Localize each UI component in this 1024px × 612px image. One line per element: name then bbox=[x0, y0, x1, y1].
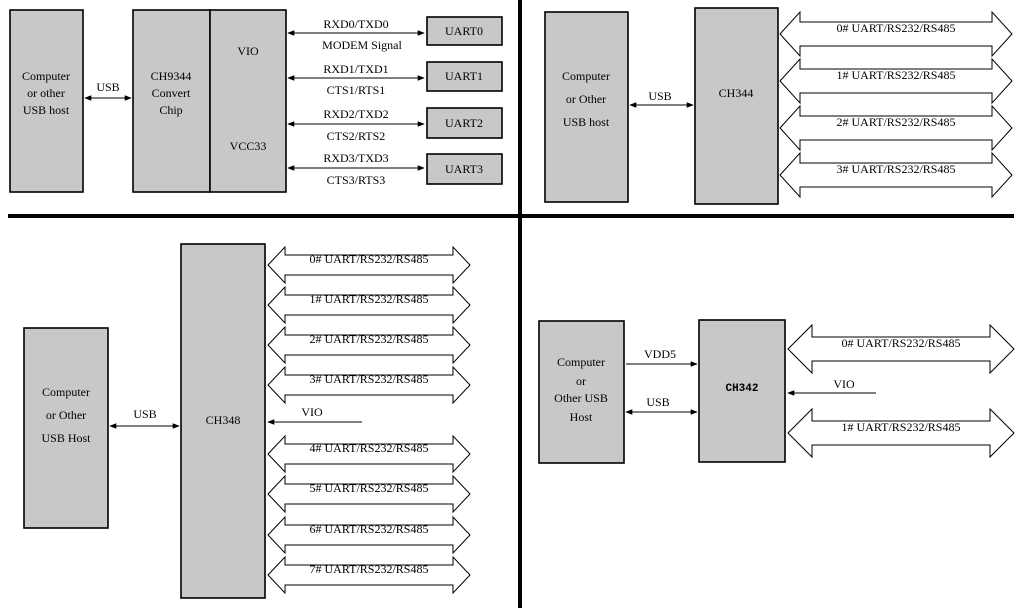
q2-port-2-label: 2# UART/RS232/RS485 bbox=[837, 115, 956, 129]
q2-port-1-arrow bbox=[779, 57, 1013, 105]
q1-uart1-bottom: CTS1/RTS1 bbox=[327, 83, 386, 97]
q1-uart-row-2: RXD2/TXD2 CTS2/RTS2 UART2 bbox=[287, 107, 503, 143]
q2-chip-label: CH344 bbox=[719, 86, 754, 100]
q2-host-label-2: or Other bbox=[566, 92, 606, 106]
q4-port-1-label: 1# UART/RS232/RS485 bbox=[842, 420, 961, 434]
q3-host-label-3: USB Host bbox=[41, 431, 91, 445]
q1-uart0-box bbox=[426, 16, 503, 46]
q1-uart-row-3: RXD3/TXD3 CTS3/RTS3 UART3 bbox=[287, 151, 503, 187]
q2-port-0-label: 0# UART/RS232/RS485 bbox=[837, 21, 956, 35]
q2-chip-box bbox=[694, 7, 779, 205]
q2-port-1-label: 1# UART/RS232/RS485 bbox=[837, 68, 956, 82]
q2-host-box bbox=[544, 11, 629, 203]
q3-port-5-label: 5# UART/RS232/RS485 bbox=[310, 481, 429, 495]
q1-chip-box bbox=[132, 9, 211, 193]
q1-chip-label-2: Convert bbox=[152, 86, 191, 100]
q4-chip-label: CH342 bbox=[725, 383, 758, 395]
q1-power-box bbox=[209, 9, 287, 193]
q3-port-0-label: 0# UART/RS232/RS485 bbox=[310, 252, 429, 266]
q4-usb-label: USB bbox=[646, 395, 669, 409]
q4-host-box bbox=[538, 320, 625, 464]
q3-chip-box bbox=[180, 243, 266, 599]
q1-host-label-1: Computer bbox=[22, 69, 70, 83]
q4-vio-label: VIO bbox=[833, 377, 855, 391]
q1-uart2-name: UART2 bbox=[445, 116, 483, 130]
q1-uart-row-0: RXD0/TXD0 MODEM Signal UART0 bbox=[287, 16, 503, 52]
q3-host-label-1: Computer bbox=[42, 385, 90, 399]
q3-port-4-label: 4# UART/RS232/RS485 bbox=[310, 441, 429, 455]
q1-uart3-name: UART3 bbox=[445, 162, 483, 176]
q2-host-label-3: USB host bbox=[563, 115, 610, 129]
q3-port-7-label: 7# UART/RS232/RS485 bbox=[310, 562, 429, 576]
q1-vcc-label: VCC33 bbox=[230, 139, 267, 153]
q3-port-4-arrow bbox=[267, 434, 471, 474]
q1-host-label-3: USB host bbox=[23, 103, 70, 117]
q1-vio-label: VIO bbox=[237, 44, 259, 58]
q3-chip-label: CH348 bbox=[206, 413, 241, 427]
q4-port-0-arrow bbox=[787, 323, 1015, 375]
q2-usb-label: USB bbox=[648, 89, 671, 103]
ch344-diagram: Computer or Other USB host USB CH344 0# … bbox=[544, 7, 1013, 205]
q1-uart0-top: RXD0/TXD0 bbox=[323, 17, 388, 31]
q1-uart1-name: UART1 bbox=[445, 69, 483, 83]
q3-port-2-arrow bbox=[267, 325, 471, 365]
q3-port-5-arrow bbox=[267, 474, 471, 514]
q4-vdd-label: VDD5 bbox=[644, 347, 676, 361]
q4-host-label-4: Host bbox=[570, 410, 593, 424]
q4-host-label-1: Computer bbox=[557, 355, 605, 369]
q2-port-3-arrow bbox=[779, 151, 1013, 199]
q3-port-3-arrow bbox=[267, 365, 471, 405]
q3-vio-label: VIO bbox=[301, 405, 323, 419]
q1-uart2-top: RXD2/TXD2 bbox=[323, 107, 388, 121]
q1-uart1-top: RXD1/TXD1 bbox=[323, 62, 388, 76]
q4-port-0-label: 0# UART/RS232/RS485 bbox=[842, 336, 961, 350]
q4-chip-box bbox=[698, 319, 786, 463]
q3-port-7-arrow bbox=[267, 555, 471, 595]
q1-uart0-name: UART0 bbox=[445, 24, 483, 38]
q1-uart2-bottom: CTS2/RTS2 bbox=[327, 129, 386, 143]
q4-host-label-3: Other USB bbox=[554, 391, 608, 405]
q1-usb-label: USB bbox=[96, 80, 119, 94]
q3-port-3-label: 3# UART/RS232/RS485 bbox=[310, 372, 429, 386]
q1-host-label-2: or other bbox=[27, 86, 65, 100]
q3-port-2-label: 2# UART/RS232/RS485 bbox=[310, 332, 429, 346]
q2-host-label-1: Computer bbox=[562, 69, 610, 83]
q1-uart2-box bbox=[426, 107, 503, 139]
q3-port-0-arrow bbox=[267, 245, 471, 285]
q1-uart3-box bbox=[426, 153, 503, 185]
q3-port-6-label: 6# UART/RS232/RS485 bbox=[310, 522, 429, 536]
q1-uart3-bottom: CTS3/RTS3 bbox=[327, 173, 386, 187]
q3-usb-label: USB bbox=[133, 407, 156, 421]
ch348-diagram: Computer or Other USB Host USB CH348 VIO… bbox=[23, 243, 471, 599]
q3-port-1-label: 1# UART/RS232/RS485 bbox=[310, 292, 429, 306]
q4-port-1-arrow bbox=[787, 407, 1015, 459]
q1-chip-label-1: CH9344 bbox=[151, 69, 192, 83]
q2-port-3-label: 3# UART/RS232/RS485 bbox=[837, 162, 956, 176]
ch9344-diagram: Computer or other USB host USB CH9344 Co… bbox=[9, 9, 503, 193]
q3-port-1-arrow bbox=[267, 285, 471, 325]
q1-uart1-box bbox=[426, 61, 503, 92]
q2-port-0-arrow bbox=[779, 10, 1013, 58]
q4-host-label-2: or bbox=[576, 374, 586, 388]
q3-port-6-arrow bbox=[267, 515, 471, 555]
q1-uart3-top: RXD3/TXD3 bbox=[323, 151, 388, 165]
q3-host-label-2: or Other bbox=[46, 408, 86, 422]
ch342-diagram: Computer or Other USB Host VDD5 USB CH34… bbox=[538, 319, 1015, 464]
q1-chip-label-3: Chip bbox=[159, 103, 182, 117]
q1-uart-row-1: RXD1/TXD1 CTS1/RTS1 UART1 bbox=[287, 61, 503, 97]
q1-uart0-bottom: MODEM Signal bbox=[322, 38, 402, 52]
q2-port-2-arrow bbox=[779, 104, 1013, 152]
q1-host-box bbox=[9, 9, 84, 193]
q3-host-box bbox=[23, 327, 109, 529]
